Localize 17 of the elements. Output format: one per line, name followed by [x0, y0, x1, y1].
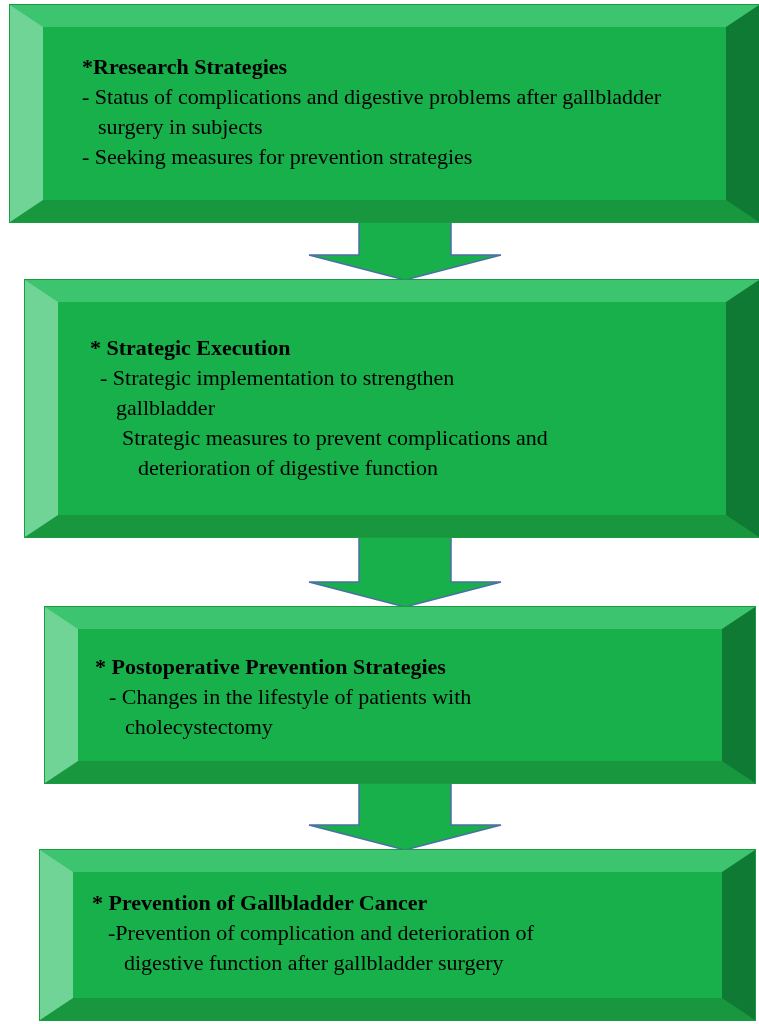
process-box — [45, 607, 755, 783]
box-text: - Status of complications and digestive problems after gallbladder surgery in subjects — [82, 83, 663, 141]
box-text: - Seeking measures for prevention strategies — [82, 143, 474, 171]
box-text: Strategic measures to prevent complications and deterioration of digestive function — [122, 424, 549, 482]
box-heading: * Postoperative Prevention Strategies — [95, 653, 447, 681]
box-heading: * Strategic Execution — [90, 334, 292, 362]
box-heading: * Prevention of Gallbladder Cancer — [92, 889, 429, 917]
block-arrow — [308, 536, 502, 608]
box-text: - Changes in the lifestyle of patients with cholecystectomy — [109, 683, 473, 741]
process-box — [40, 850, 755, 1020]
process-box — [10, 5, 759, 222]
box-heading: *Rresearch Strategies — [82, 53, 289, 81]
box-text: - Strategic implementation to strengthen gallbladder — [100, 364, 456, 422]
block-arrow — [308, 221, 502, 281]
block-arrow — [308, 782, 502, 851]
process-box — [25, 280, 759, 537]
box-text: -Prevention of complication and deterioration of digestive function after gallbladder surgery — [108, 919, 535, 977]
